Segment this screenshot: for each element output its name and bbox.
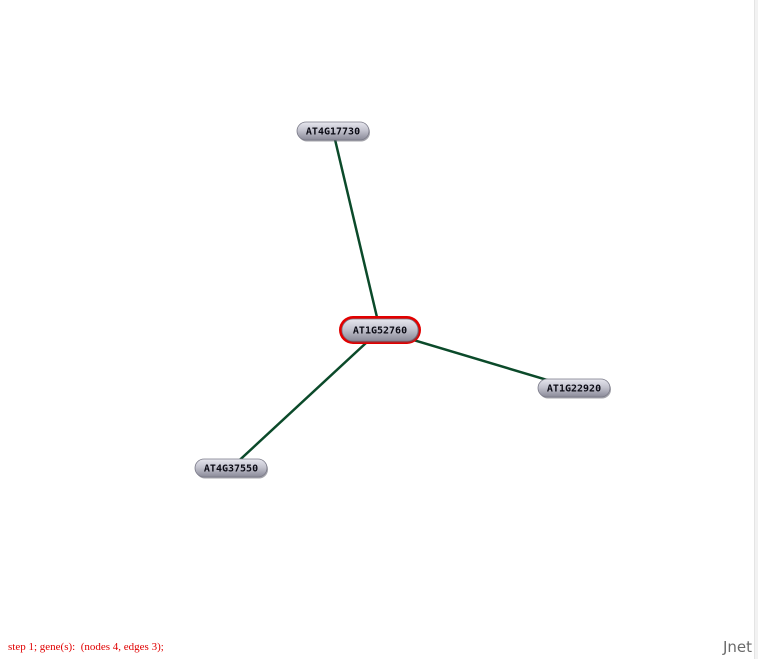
brand-label: Jnet xyxy=(722,638,752,656)
edges-layer xyxy=(230,130,575,469)
node-pill xyxy=(341,318,419,342)
edge-at1g52760-at4g17730[interactable] xyxy=(331,130,382,331)
node-at1g22920[interactable]: AT1G22920 xyxy=(537,378,611,399)
node-pill xyxy=(194,458,268,478)
edge-at1g52760-at4g37550[interactable] xyxy=(230,329,381,469)
node-label: AT1G22920 xyxy=(547,384,601,395)
node-at1g52760[interactable]: AT1G52760 xyxy=(339,316,421,344)
node-label: AT4G17730 xyxy=(306,127,360,138)
node-label: AT1G52760 xyxy=(353,326,407,337)
node-at4g37550[interactable]: AT4G37550 xyxy=(194,458,268,479)
window-right-border xyxy=(754,0,758,659)
node-pill xyxy=(296,121,370,141)
node-label: AT4G37550 xyxy=(204,464,258,475)
node-at4g17730[interactable]: AT4G17730 xyxy=(296,121,370,142)
status-text: step 1; gene(s): (nodes 4, edges 3); xyxy=(8,641,164,653)
node-pill xyxy=(537,378,611,398)
